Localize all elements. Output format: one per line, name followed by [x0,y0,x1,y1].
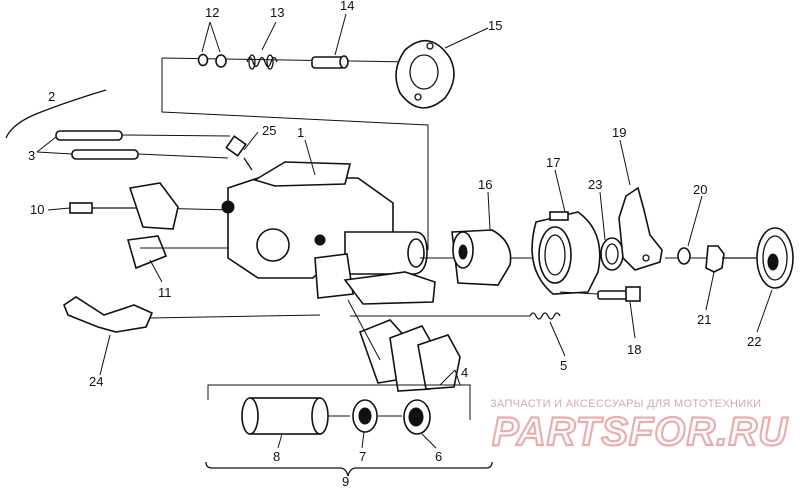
part-12-oring-a [197,53,209,67]
label-24: 24 [89,374,103,389]
label-6: 6 [435,449,442,464]
part-15-gasket [395,40,455,109]
part-24-spring-plate [63,296,154,333]
watermark-brand: PARTSFOR.RU [492,410,788,454]
part-23-ring [600,237,624,271]
top-parts-group [161,40,455,250]
label-18: 18 [627,342,641,357]
part-1-caliper-body [221,161,436,305]
left-bolt-bracket-group [69,182,300,270]
label-8: 8 [273,449,280,464]
label-5: 5 [560,358,567,373]
label-22: 22 [747,334,761,349]
label-16: 16 [478,177,492,192]
part-6-washer [403,399,431,435]
label-15: 15 [488,18,502,33]
label-21: 21 [697,312,711,327]
part-22-disc-bolt [722,227,794,289]
label-2: 2 [48,89,55,104]
bottom-parts-group [205,384,493,477]
part-20-washer [677,247,691,265]
part-12-oring-b [215,54,227,68]
right-parts-group [420,186,794,295]
label-17: 17 [546,155,560,170]
part-5-clip [350,312,561,320]
part-19-bracket [618,186,663,271]
bolt-18 [559,286,641,302]
label-10: 10 [30,202,44,217]
label-13: 13 [270,5,284,20]
label-14: 14 [340,0,354,13]
part-25-bleeder [225,135,253,171]
label-9: 9 [342,474,349,489]
part-3-pin-lower [71,149,139,160]
label-19: 19 [612,125,626,140]
part-11-bracket-upper [128,182,179,230]
label-4: 4 [461,365,468,380]
label-12: 12 [205,5,219,20]
part-4-pads [347,299,461,392]
watermark-tagline: ЗАПЧАСТИ И АКСЕССУАРЫ ДЛЯ МОТОТЕХНИКИ [490,398,761,410]
part-3-pin-upper [55,130,123,141]
label-23: 23 [588,177,602,192]
label-7: 7 [359,449,366,464]
part-17-boot [531,211,601,295]
part-14-pin [311,55,349,69]
label-20: 20 [693,182,707,197]
label-3: 3 [28,148,35,163]
leader-lines [36,13,773,449]
left-pins-group [5,89,231,160]
part-8-cylinder [241,397,329,435]
part-13-spring [246,54,278,70]
part-10-bolt-head [69,202,93,214]
part-7-ring [352,399,378,433]
part-labels: 2 12 13 14 15 3 25 1 10 16 17 23 19 20 1… [28,0,761,489]
label-11: 11 [158,285,172,300]
label-1: 1 [297,125,304,140]
watermark: ЗАПЧАСТИ И АКСЕССУАРЫ ДЛЯ МОТОТЕХНИКИ PA… [490,398,788,455]
part-9-bracket-line [205,461,493,477]
part-21-nut [705,245,725,273]
part-11-bracket-lower [126,235,168,270]
label-25: 25 [262,123,276,138]
